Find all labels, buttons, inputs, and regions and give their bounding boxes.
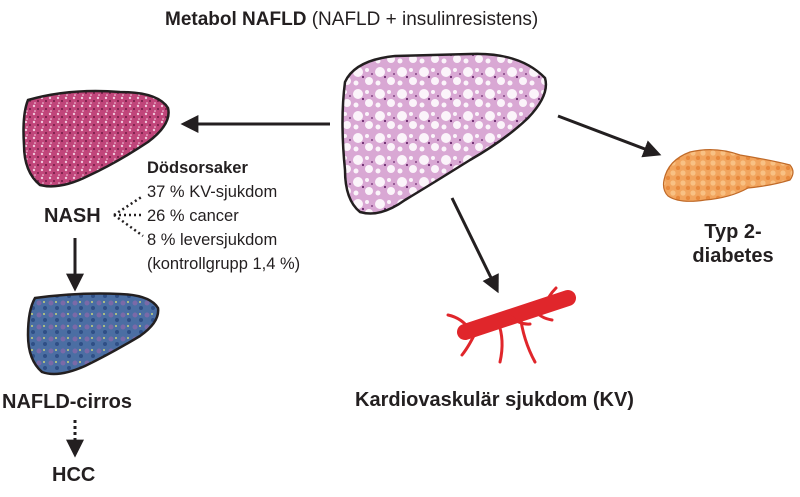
causes-heading: Dödsorsaker bbox=[147, 159, 248, 177]
diabetes-label-line1: Typ 2- bbox=[704, 221, 762, 243]
pancreas-image bbox=[662, 149, 794, 202]
title-sub: (NAFLD + insulinresistens) bbox=[311, 9, 539, 30]
cvd-label: Kardiovaskulär sjukdom (KV) bbox=[355, 389, 634, 411]
title-main: Metabol NAFLD bbox=[165, 9, 307, 30]
diabetes-label-line2: diabetes bbox=[692, 245, 774, 267]
cause-item: 26 % cancer bbox=[147, 207, 239, 225]
arrow-to-diabetes bbox=[557, 114, 662, 158]
arrow-to-cvd bbox=[450, 197, 499, 294]
artery-image bbox=[446, 286, 576, 364]
nash-cause-connectors bbox=[113, 194, 144, 238]
nash-liver-image bbox=[22, 89, 170, 188]
hcc-label: HCC bbox=[52, 464, 96, 486]
cirrhosis-label: NAFLD-cirros bbox=[2, 391, 133, 413]
diagram-title: Metabol NAFLD (NAFLD + insulinresistens) bbox=[165, 10, 538, 29]
causes-of-death-block: Dödsorsaker 37 % KV-sjukdom 26 % cancer … bbox=[147, 156, 300, 276]
cause-item: 37 % KV-sjukdom bbox=[147, 183, 278, 201]
cause-item: 8 % leversjukdom bbox=[147, 231, 278, 249]
nash-label: NASH bbox=[44, 205, 101, 227]
steatotic-liver-image bbox=[341, 52, 548, 215]
cause-item: (kontrollgrupp 1,4 %) bbox=[147, 255, 301, 273]
cirrhosis-liver-image bbox=[26, 292, 160, 376]
